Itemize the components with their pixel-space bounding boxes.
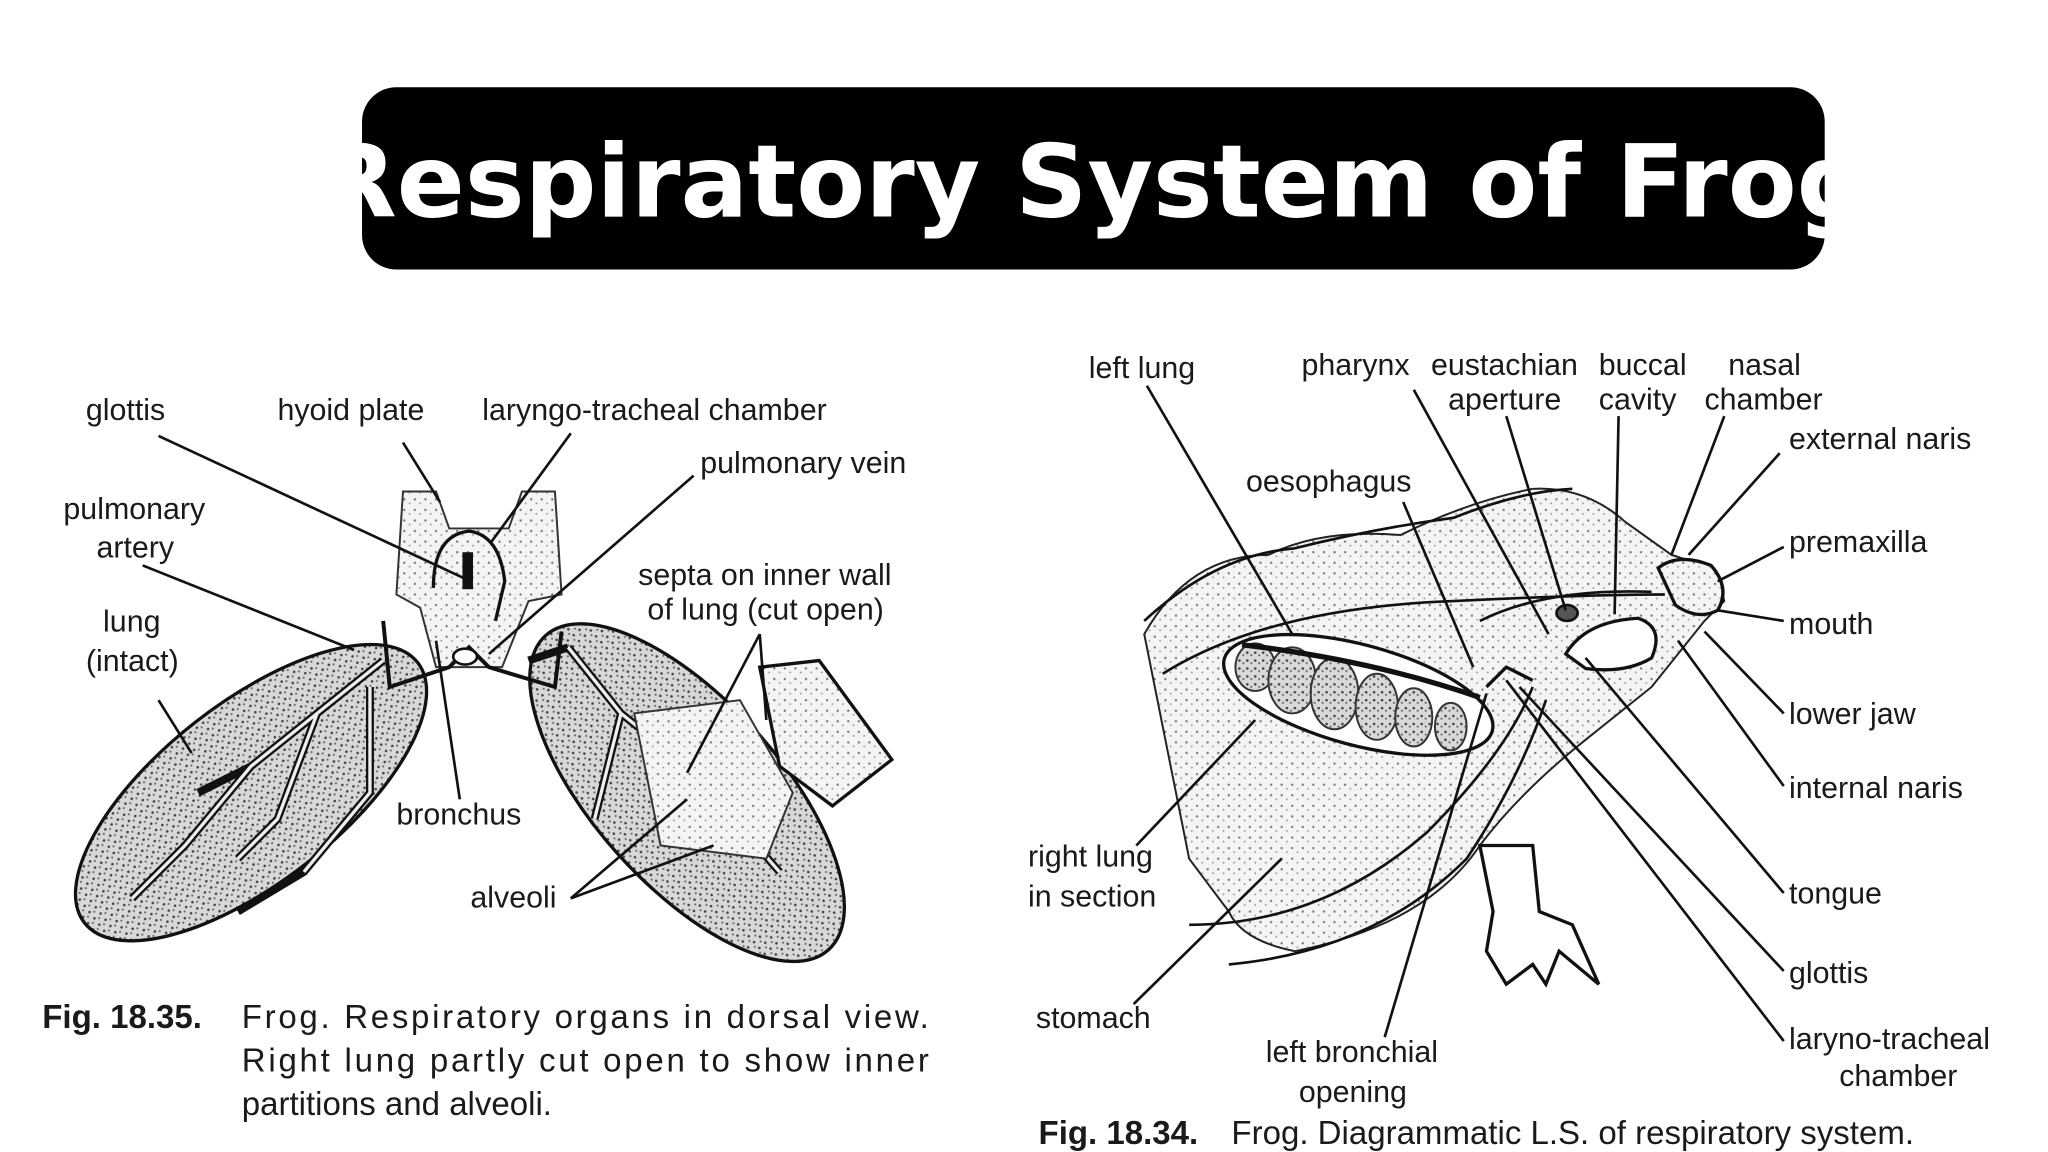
label-pulmonary-vein: pulmonary vein [700,446,906,480]
figure-longitudinal-section: left lung pharynx eustachian aperture bu… [1028,348,1990,1151]
label-left-bronchial-opening: left bronchial [1266,1035,1438,1069]
label-hyoid-plate: hyoid plate [277,393,424,427]
label-septa: septa on inner wall [638,558,891,592]
label-left-bronchial-opening: opening [1299,1075,1407,1109]
label-eustachian-aperture: eustachian [1431,348,1578,382]
label-pulmonary-artery: pulmonary [63,492,206,526]
caption-text: partitions and alveoli. [242,1085,552,1122]
caption-text: Right lung partly cut open to show inner [242,1041,929,1078]
label-external-naris: external naris [1789,422,1971,456]
label-lung-intact: lung [103,604,160,638]
label-right-lung-in-section: right lung [1028,840,1153,874]
label-laryngo-tracheal-chamber: laryngo-tracheal chamber [482,393,826,427]
title-banner: Respiratory System of Frog [319,87,1869,270]
label-nasal-chamber: chamber [1704,383,1822,417]
label-glottis: glottis [1789,956,1868,990]
label-internal-naris: internal naris [1789,771,1963,805]
glottis-drawing [462,552,474,590]
label-glottis: glottis [86,393,165,427]
label-alveoli: alveoli [470,881,556,915]
label-pulmonary-artery: artery [96,531,174,565]
label-pharynx: pharynx [1301,348,1409,382]
label-lower-jaw: lower jaw [1789,697,1917,731]
hyoid-plate-drawing [395,490,563,669]
caption-number: Fig. 18.34. [1039,1114,1199,1151]
label-left-lung: left lung [1089,351,1195,385]
caption-text: Frog. Diagrammatic L.S. of respiratory s… [1231,1114,1914,1151]
label-eustachian-aperture: aperture [1448,383,1561,417]
label-laryno-tracheal-chamber: chamber [1839,1059,1957,1093]
label-stomach: stomach [1036,1001,1151,1035]
label-septa: of lung (cut open) [647,593,883,627]
label-tongue: tongue [1789,877,1882,911]
label-oesophagus: oesophagus [1246,464,1412,498]
label-buccal-cavity: cavity [1599,383,1677,417]
caption-number: Fig. 18.35. [42,998,202,1035]
cut-open-flap [757,658,895,808]
label-mouth: mouth [1789,607,1873,641]
label-right-lung-in-section: in section [1028,879,1156,913]
caption-text: Frog. Respiratory organs in dorsal view. [242,998,929,1035]
label-nasal-chamber: nasal [1728,348,1801,382]
lung-lobes-drawing [1234,642,1468,752]
forelimb-drawing [1477,843,1601,988]
label-premaxilla: premaxilla [1789,525,1928,559]
figure-dorsal-view: glottis hyoid plate laryngo-tracheal cha… [42,393,929,1122]
page-title: Respiratory System of Frog [319,124,1868,241]
label-laryno-tracheal-chamber: laryno-tracheal [1789,1022,1990,1056]
label-bronchus: bronchus [396,797,521,831]
label-lung-intact: (intact) [86,644,179,678]
label-buccal-cavity: buccal [1599,348,1687,382]
